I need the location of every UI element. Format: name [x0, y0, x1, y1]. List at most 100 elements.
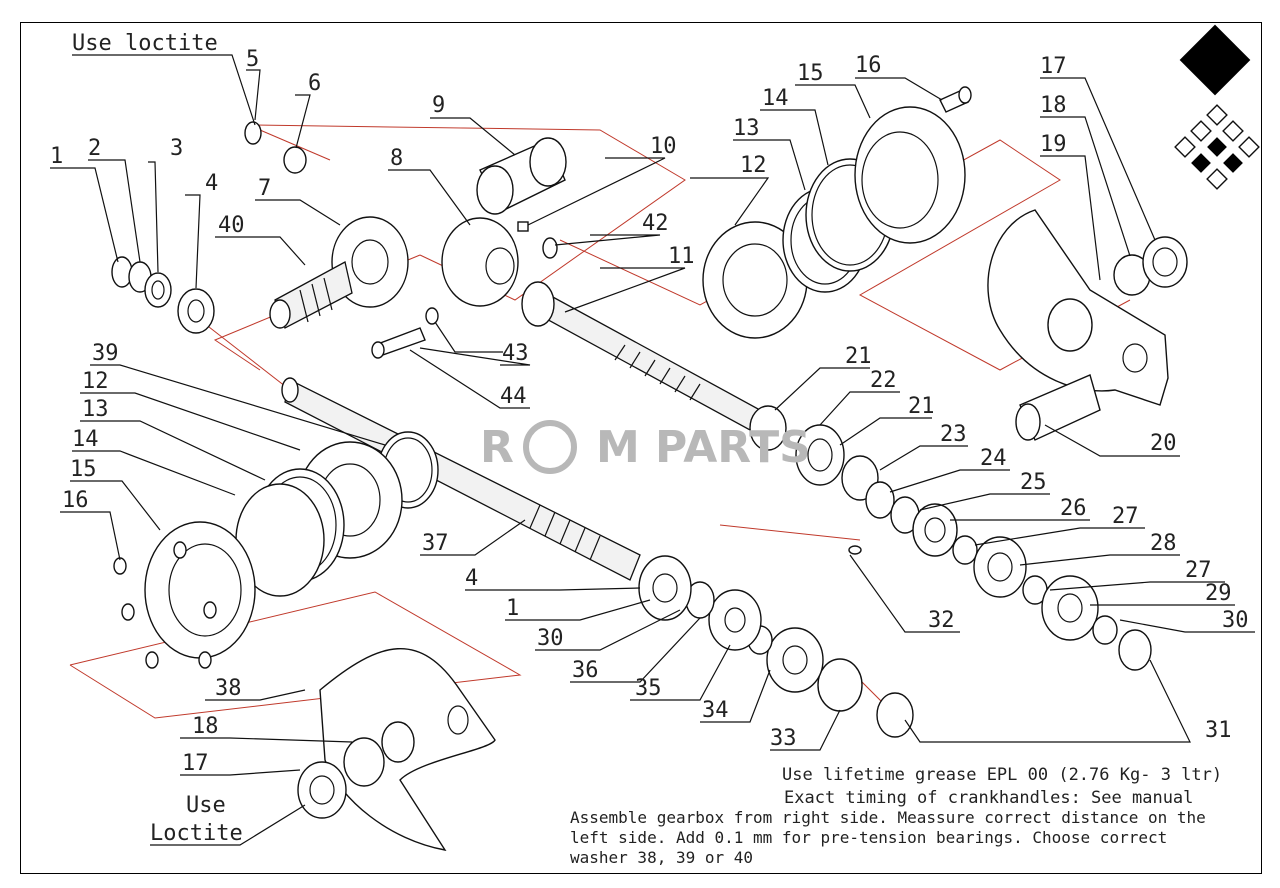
label-part-3: 3 — [170, 136, 183, 161]
label-part-32: 32 — [928, 608, 955, 633]
label-part-40: 40 — [218, 213, 245, 238]
label-part-34: 34 — [702, 698, 729, 723]
part-43-nut — [425, 307, 439, 325]
label-part-12: 12 — [740, 153, 767, 178]
label-part-14-b: 14 — [72, 427, 99, 452]
leader-lines — [50, 54, 1255, 846]
part-40-splined-shaft — [269, 261, 353, 329]
label-part-11: 11 — [668, 244, 695, 269]
label-part-35: 35 — [635, 676, 662, 701]
label-part-15-b: 15 — [70, 457, 97, 482]
note-loctite: Loctite — [150, 821, 243, 846]
brand-logo — [1174, 24, 1260, 190]
upper-right-housing — [702, 86, 972, 339]
label-part-23: 23 — [940, 422, 967, 447]
part-32-pin — [848, 545, 862, 555]
label-part-22: 22 — [870, 368, 897, 393]
upper-left-parts — [111, 121, 409, 334]
part-1-bearing-b — [638, 555, 692, 621]
upper-center-parts — [371, 137, 761, 431]
part-9-sleeve — [476, 137, 567, 215]
part-27-spacer — [952, 535, 978, 565]
right-gear-train — [638, 405, 1152, 738]
label-part-7: 7 — [258, 176, 271, 201]
watermark: R M PARTS — [480, 420, 811, 474]
part-28-gear — [973, 536, 1027, 598]
note-assemble-3: washer 38, 39 or 40 — [570, 848, 753, 867]
part-labels: 5 6 1 2 3 4 7 40 8 9 10 42 11 12 13 14 1… — [50, 47, 1249, 776]
notes: Use loctite Use Loctite Use lifetime gre… — [72, 31, 1222, 867]
watermark-letter-r: R — [480, 422, 514, 473]
label-part-17-b: 17 — [182, 751, 209, 776]
label-part-9: 9 — [432, 93, 445, 118]
label-part-1-b: 1 — [506, 596, 519, 621]
part-18-lockwasher-b — [343, 737, 385, 787]
watermark-parts: PARTS — [655, 422, 811, 473]
part-17-nut — [1142, 236, 1188, 288]
part-30-circlip — [1092, 615, 1118, 645]
part-3-ring — [144, 272, 172, 308]
label-part-44: 44 — [500, 384, 527, 409]
part-42-nut — [542, 237, 558, 259]
logo-grid — [1174, 104, 1260, 190]
right-crank-handle — [987, 209, 1188, 441]
label-part-30: 30 — [1222, 608, 1249, 633]
label-part-27-b: 27 — [1185, 558, 1212, 583]
part-34-gear — [766, 627, 824, 693]
left-crank-handle — [297, 648, 496, 851]
part-4-bearing — [177, 288, 215, 334]
label-part-18: 18 — [1040, 93, 1067, 118]
label-part-14: 14 — [762, 86, 789, 111]
watermark-letter-m: M — [596, 422, 640, 473]
note-use-loctite-top: Use loctite — [72, 31, 218, 56]
label-part-27: 27 — [1112, 504, 1139, 529]
part-26-gear — [912, 503, 958, 557]
part-10-key — [517, 221, 529, 232]
label-part-5: 5 — [246, 47, 259, 72]
label-part-24: 24 — [980, 446, 1007, 471]
part-37-shaft — [281, 377, 641, 581]
label-part-6: 6 — [308, 71, 321, 96]
label-part-37: 37 — [422, 531, 449, 556]
label-part-13-b: 13 — [82, 397, 109, 422]
label-part-4: 4 — [205, 171, 218, 196]
part-16-bolts-b — [113, 541, 217, 669]
label-part-8: 8 — [390, 146, 403, 171]
drawing-frame — [20, 22, 1262, 874]
label-part-16-b: 16 — [62, 488, 89, 513]
part-31-bearing-b — [876, 692, 914, 738]
part-16-bolt — [939, 86, 972, 113]
part-17-nut-b — [297, 761, 347, 819]
label-part-36: 36 — [572, 658, 599, 683]
part-20-pin — [1015, 374, 1101, 441]
part-6-lockwasher — [283, 146, 307, 174]
label-part-12-b: 12 — [82, 369, 109, 394]
label-part-21: 21 — [845, 344, 872, 369]
label-part-13: 13 — [733, 116, 760, 141]
part-35-gear — [708, 589, 762, 651]
note-use: Use — [186, 793, 226, 818]
label-part-39: 39 — [92, 341, 119, 366]
label-part-42: 42 — [642, 211, 669, 236]
part-44-bolt — [371, 327, 426, 359]
part-15-flange — [854, 106, 966, 244]
label-part-30-b: 30 — [537, 626, 564, 651]
left-shaft-assembly — [113, 377, 641, 669]
label-part-18-b: 18 — [192, 714, 219, 739]
label-part-15: 15 — [797, 61, 824, 86]
part-15-flange-b — [144, 521, 256, 659]
label-part-33: 33 — [770, 726, 797, 751]
label-part-19: 19 — [1040, 132, 1067, 157]
label-part-25: 25 — [1020, 470, 1047, 495]
part-33-gear — [817, 658, 863, 712]
part-24-circlip — [865, 481, 895, 519]
label-part-10: 10 — [650, 134, 677, 159]
label-part-17: 17 — [1040, 54, 1067, 79]
part-21-bearing — [749, 405, 787, 451]
label-part-4-b: 4 — [465, 566, 478, 591]
label-part-28: 28 — [1150, 531, 1177, 556]
note-assemble-2: left side. Add 0.1 mm for pre-tension be… — [570, 828, 1167, 847]
part-31-bearing — [1118, 629, 1152, 671]
label-part-1: 1 — [50, 144, 63, 169]
label-part-38: 38 — [215, 676, 242, 701]
